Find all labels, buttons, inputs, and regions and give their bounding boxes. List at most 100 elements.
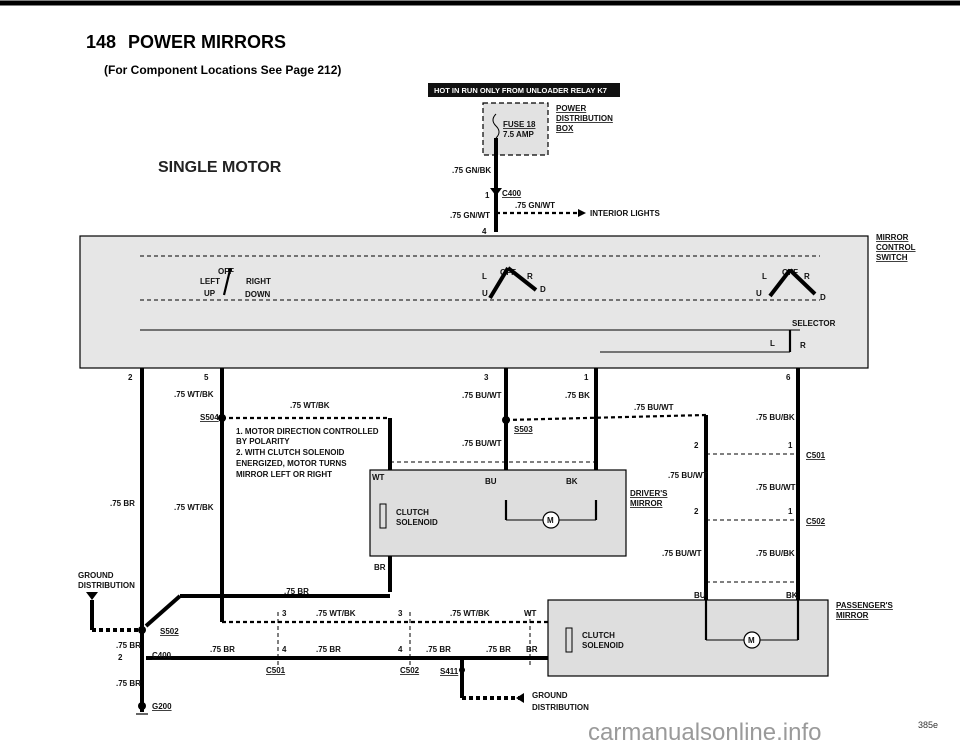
wtbk-label-2: .75 WT/BK bbox=[290, 401, 330, 410]
switch-left-label: LEFT bbox=[200, 277, 220, 286]
bottom-br-c: .75 BR bbox=[210, 645, 235, 654]
g200-ground-icon bbox=[138, 702, 146, 710]
br-mid-diagonal bbox=[144, 594, 182, 628]
s411-label: S411 bbox=[440, 667, 459, 676]
c502-pin-2: 2 bbox=[694, 507, 699, 516]
note-1: 1. MOTOR DIRECTION CONTROLLED bbox=[236, 427, 379, 436]
s503-label: S503 bbox=[514, 425, 533, 434]
switch-a-pivot-icon bbox=[228, 268, 232, 272]
buwt-label-3: .75 BU/WT bbox=[634, 403, 674, 412]
bk-label-1: .75 BK bbox=[565, 391, 590, 400]
switch-up-label: UP bbox=[204, 289, 216, 298]
bottom-c400: C400 bbox=[152, 651, 172, 660]
c502-pin-1: 1 bbox=[788, 507, 793, 516]
wtbk-label-1: .75 WT/BK bbox=[174, 390, 214, 399]
c501-pin-2: 2 bbox=[694, 441, 699, 450]
buwt-label-6: .75 BU/WT bbox=[662, 549, 702, 558]
ground-dist-2-label-1: GROUND bbox=[532, 691, 568, 700]
pdb-label-2: DISTRIBUTION bbox=[556, 114, 613, 123]
c400-top-label: C400 bbox=[502, 189, 522, 198]
watermark: carmanualsonline.info bbox=[588, 719, 821, 745]
s502-splice-icon bbox=[138, 626, 146, 634]
switch-off-a: OFF bbox=[218, 267, 234, 276]
single-motor-label: SINGLE MOTOR bbox=[158, 159, 282, 176]
bottom-br-g: BR bbox=[526, 645, 538, 654]
interior-lights-arrow-icon bbox=[578, 209, 586, 217]
switch-a-lever bbox=[222, 269, 232, 296]
ground-dist-label-1: GROUND bbox=[78, 571, 114, 580]
switch-u-c: U bbox=[756, 289, 762, 298]
bottom-c502: C502 bbox=[400, 666, 420, 675]
hot-banner-text: HOT IN RUN ONLY FROM UNLOADER RELAY K7 bbox=[434, 86, 607, 95]
wtbk-label-3: .75 WT/BK bbox=[174, 503, 214, 512]
driver-clutch-label: CLUTCH bbox=[396, 508, 429, 517]
bubk-label-2: .75 BU/BK bbox=[756, 549, 795, 558]
driver-motor-m: M bbox=[547, 516, 554, 525]
s411-splice-icon bbox=[459, 667, 465, 673]
pin-2: 2 bbox=[128, 373, 133, 382]
fuse-name: FUSE 18 bbox=[503, 120, 536, 129]
bottom-br-e: .75 BR bbox=[426, 645, 451, 654]
br-left-label: .75 BR bbox=[110, 499, 135, 508]
bottom-g200: G200 bbox=[152, 702, 172, 711]
gnwt-label-b: .75 GN/WT bbox=[450, 211, 490, 220]
selector-r: R bbox=[800, 341, 806, 350]
driver-br-label: BR bbox=[374, 563, 386, 572]
switch-b-lever-r bbox=[506, 266, 538, 292]
s503-wire bbox=[505, 413, 707, 422]
ground-dist-label-2: DISTRIBUTION bbox=[78, 581, 135, 590]
c501-pin-1: 1 bbox=[788, 441, 793, 450]
mirror-control-switch-box bbox=[79, 235, 869, 369]
switch-r-b: R bbox=[527, 272, 533, 281]
switch-c-lever-r bbox=[788, 268, 817, 296]
bottom-pin-4b: 4 bbox=[398, 645, 403, 654]
drivers-mirror-box bbox=[369, 469, 627, 557]
bottom-br-d: .75 BR bbox=[316, 645, 341, 654]
bottom-br-a: .75 BR bbox=[116, 641, 141, 650]
passenger-solenoid-label: SOLENOID bbox=[582, 641, 624, 650]
bubk-label-1: .75 BU/BK bbox=[756, 413, 795, 422]
switch-b-lever-l bbox=[488, 266, 510, 300]
gnbk-label: .75 GN/BK bbox=[452, 166, 491, 175]
passenger-clutch-label: CLUTCH bbox=[582, 631, 615, 640]
switch-r-c: R bbox=[804, 272, 810, 281]
fuse-rating: 7.5 AMP bbox=[503, 130, 534, 139]
c502-label: C502 bbox=[806, 517, 826, 526]
ground-dist-2-label-2: DISTRIBUTION bbox=[532, 703, 589, 712]
driver-motor-icon bbox=[542, 511, 560, 529]
bottom-wtbk-a: .75 WT/BK bbox=[316, 609, 356, 618]
switch-right-label: RIGHT bbox=[246, 277, 271, 286]
ground-dist-arrow-icon bbox=[86, 592, 98, 600]
drivers-mirror-label-1: DRIVER'S bbox=[630, 489, 668, 498]
fuse-icon bbox=[492, 113, 500, 139]
pin-1: 1 bbox=[584, 373, 589, 382]
driver-solenoid-label: SOLENOID bbox=[396, 518, 438, 527]
bottom-pin-2: 2 bbox=[118, 653, 123, 662]
note-2: BY POLARITY bbox=[236, 437, 290, 446]
ground-dist-2-arrow-icon bbox=[516, 693, 524, 703]
bottom-pin-3a: 3 bbox=[282, 609, 287, 618]
gnwt-label-a: .75 GN/WT bbox=[515, 201, 555, 210]
interior-lights-label: INTERIOR LIGHTS bbox=[590, 209, 660, 218]
bottom-br-b: .75 BR bbox=[116, 679, 141, 688]
passengers-mirror-box bbox=[547, 599, 829, 677]
bottom-wtbk-b: .75 WT/BK bbox=[450, 609, 490, 618]
passenger-solenoid-icon bbox=[565, 627, 573, 653]
switch-d-c: D bbox=[820, 293, 826, 302]
switch-down-label: DOWN bbox=[245, 290, 271, 299]
switch-l-b: L bbox=[482, 272, 487, 281]
switch-u-b: U bbox=[482, 289, 488, 298]
page-title: POWER MIRRORS bbox=[128, 32, 286, 52]
c400-connector-icon bbox=[490, 188, 502, 196]
switch-label-2: CONTROL bbox=[876, 243, 916, 252]
driver-wt-label: WT bbox=[372, 473, 385, 482]
bottom-s502: S502 bbox=[160, 627, 179, 636]
hot-banner bbox=[428, 83, 620, 97]
s504-label: S504 bbox=[200, 413, 219, 422]
page-number: 148 bbox=[86, 32, 116, 52]
switch-d-b: D bbox=[540, 285, 546, 294]
bottom-c501: C501 bbox=[266, 666, 286, 675]
switch-l-c: L bbox=[762, 272, 767, 281]
bottom-pin-3b: 3 bbox=[398, 609, 403, 618]
